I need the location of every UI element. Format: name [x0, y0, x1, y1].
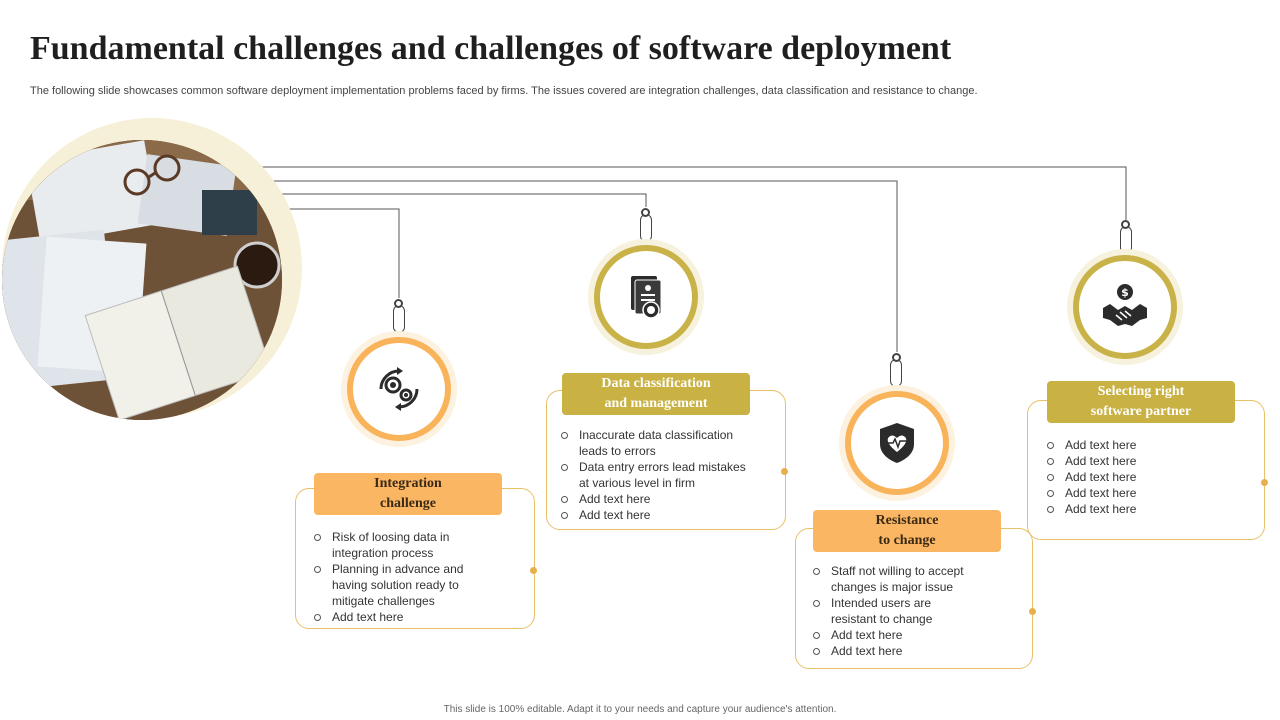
handshake-dollar-icon: $ — [1103, 284, 1147, 326]
card-heading-data: Data classification and management — [562, 373, 750, 415]
icon-circle-data — [594, 245, 698, 349]
connector-line-4 — [230, 166, 1127, 220]
icon-circle-resistance — [845, 391, 949, 495]
accent-dot — [1029, 608, 1036, 615]
document-certificate-icon — [631, 276, 662, 319]
knob-integration — [394, 299, 403, 308]
card-heading-partner: Selecting right software partner — [1047, 381, 1235, 423]
icon-circle-integration — [347, 337, 451, 441]
page-title: Fundamental challenges and challenges of… — [30, 30, 952, 67]
svg-text:$: $ — [1121, 286, 1129, 299]
hook-resistance — [890, 359, 902, 387]
knob-partner — [1121, 220, 1130, 229]
page-subtitle: The following slide showcases common sof… — [30, 85, 978, 97]
connector-line-3 — [250, 180, 898, 352]
card-heading-line: and management — [604, 396, 708, 411]
connector-line-1 — [280, 208, 400, 298]
card-heading-resistance: Resistance to change — [813, 510, 1001, 552]
card-heading-line: Integration — [374, 476, 442, 491]
desk-photo — [2, 140, 282, 420]
connector-line-2 — [265, 193, 647, 207]
shield-heartbeat-icon — [880, 423, 914, 463]
accent-dot — [781, 468, 788, 475]
card-heading-line: challenge — [380, 496, 436, 511]
hook-integration — [393, 305, 405, 333]
knob-data — [641, 208, 650, 217]
card-heading-line: Data classification — [601, 376, 711, 391]
card-heading-line: Resistance — [875, 513, 939, 528]
card-heading-line: software partner — [1090, 404, 1192, 419]
accent-dot — [1261, 479, 1268, 486]
hook-data — [640, 214, 652, 242]
gears-icon — [379, 367, 419, 411]
card-heading-integration: Integration challenge — [314, 473, 502, 515]
icon-circle-partner: $ — [1073, 255, 1177, 359]
knob-resistance — [892, 353, 901, 362]
accent-dot — [530, 567, 537, 574]
hook-partner — [1120, 226, 1132, 254]
footer-note: This slide is 100% editable. Adapt it to… — [443, 704, 837, 715]
card-heading-line: to change — [878, 533, 936, 548]
card-heading-line: Selecting right — [1097, 384, 1185, 399]
